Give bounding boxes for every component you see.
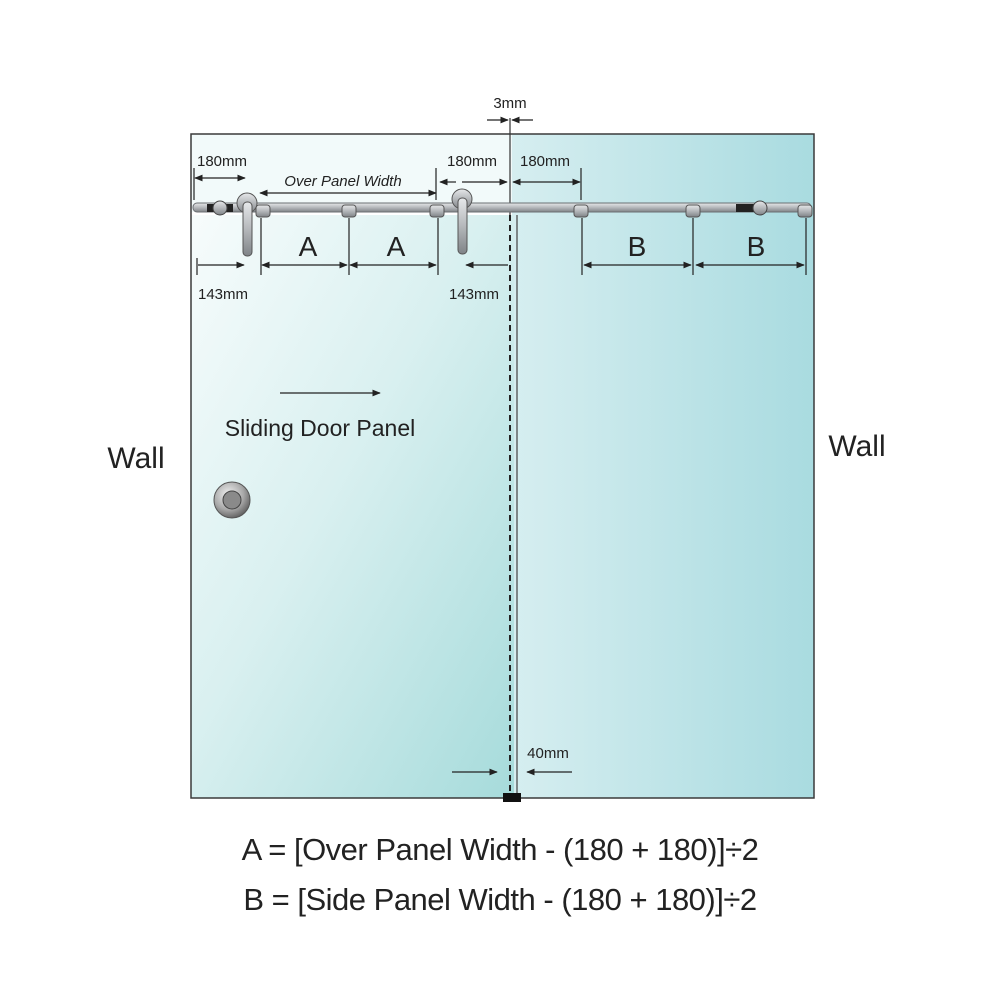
rail: [192, 202, 812, 213]
segment-b1-label: B: [628, 231, 647, 262]
left-roller: [236, 192, 258, 257]
center-roller: [451, 188, 473, 255]
rail-brackets: [255, 204, 813, 218]
dim-180mm-center-left-label: 180mm: [447, 153, 497, 170]
dim-40mm-label: 40mm: [527, 745, 569, 762]
segment-b2-label: B: [747, 231, 766, 262]
rail-bracket: [255, 204, 271, 218]
rail-bracket: [573, 204, 589, 218]
formula-b: B = [Side Panel Width - (180 + 180)]÷2: [243, 882, 757, 917]
right-end-stopper: [736, 200, 768, 216]
dim-180mm-left-label: 180mm: [197, 153, 247, 170]
sliding-door-panel-label: Sliding Door Panel: [225, 415, 416, 441]
glass-outline: [190, 133, 815, 799]
gap-3mm-label: 3mm: [493, 95, 526, 112]
fixed-side-panel: [512, 134, 814, 798]
formula-a: A = [Over Panel Width - (180 + 180)]÷2: [241, 832, 759, 867]
wall-right-label: Wall: [828, 430, 885, 463]
dim-180mm-center-right-label: 180mm: [520, 153, 570, 170]
rail-bracket: [685, 204, 701, 218]
over-panel-width-label: Over Panel Width: [284, 173, 401, 190]
dim-143mm-center-label: 143mm: [449, 286, 499, 303]
rail-bracket: [797, 204, 813, 218]
rail-bracket: [341, 204, 357, 218]
segment-a1-label: A: [299, 231, 318, 262]
segment-a2-label: A: [387, 231, 406, 262]
wall-left-label: Wall: [107, 442, 164, 475]
dim-143mm-left-label: 143mm: [198, 286, 248, 303]
left-end-stopper: [207, 200, 233, 216]
door-knob: [213, 481, 251, 519]
rail-bracket: [429, 204, 445, 218]
floor-guide: [503, 793, 521, 802]
